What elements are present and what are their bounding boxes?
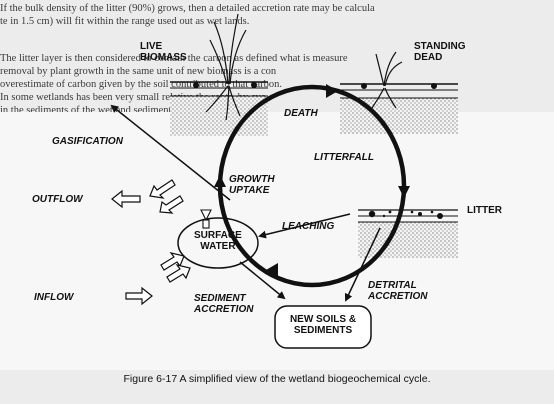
detrital-accretion-arrow: [344, 227, 381, 302]
background-text-line: removal by plant growth in the same unit…: [0, 66, 277, 77]
label-litterfall: LITTERFALL: [314, 152, 374, 163]
label-inflow: INFLOW: [34, 292, 74, 303]
label-surface-water: SURFACE WATER: [194, 230, 242, 252]
litter-ground: [358, 209, 458, 258]
standing-dead-plant-icon: [371, 51, 403, 109]
inflow-arrow-icon: [125, 252, 191, 306]
label-leaching: LEACHING: [282, 221, 335, 232]
background-text-line: overestimate of carbon given by the soil…: [0, 79, 282, 90]
label-litter: LITTER: [467, 205, 502, 216]
label-new-soils: NEW SOILS & SEDIMENTS: [289, 314, 357, 336]
label-outflow: OUTFLOW: [32, 194, 83, 205]
label-detrital-accretion: DETRITAL ACCRETION: [368, 280, 428, 302]
surface-water-up-arrows: [200, 209, 212, 229]
organic-particle: [361, 83, 367, 89]
background-text-line: The litter layer is then considered to c…: [0, 53, 348, 64]
label-standing-dead: STANDING DEAD: [414, 41, 466, 63]
live-biomass-ground: [170, 81, 268, 136]
label-sediment-accretion: SEDIMENT ACCRETION: [194, 293, 254, 315]
leaching-arrow: [258, 213, 351, 239]
label-growth-uptake: GROWTH UPTAKE: [229, 174, 275, 196]
surface-water-ellipse: [177, 217, 259, 269]
organic-particle: [431, 83, 437, 89]
gasification-arrow: [110, 104, 231, 201]
new-soils-box: [274, 305, 372, 349]
standing-dead-ground: [340, 83, 458, 134]
organic-particle: [193, 82, 199, 88]
figure-caption: Figure 6-17 A simplified view of the wet…: [123, 373, 431, 385]
background-text-line: If the bulk density of the litter (90%) …: [0, 3, 375, 14]
cycle-arrowheads: [214, 84, 410, 277]
label-live-biomass: LIVE BIOMASS: [140, 41, 187, 63]
label-death: DEATH: [284, 108, 318, 119]
background-text-line: In some wetlands has been very small rel…: [0, 92, 266, 103]
organic-particle: [251, 82, 257, 88]
label-gasification: GASIFICATION: [52, 136, 123, 147]
background-text-line: in the sediments of the wetland sediment: [0, 105, 172, 116]
outflow-arrow-icon: [111, 179, 184, 214]
background-text-line: te in 1.5 cm) will fit within the range …: [0, 16, 250, 27]
sediment-accretion-arrow: [239, 261, 286, 300]
live-plant-icon: [205, 13, 247, 121]
